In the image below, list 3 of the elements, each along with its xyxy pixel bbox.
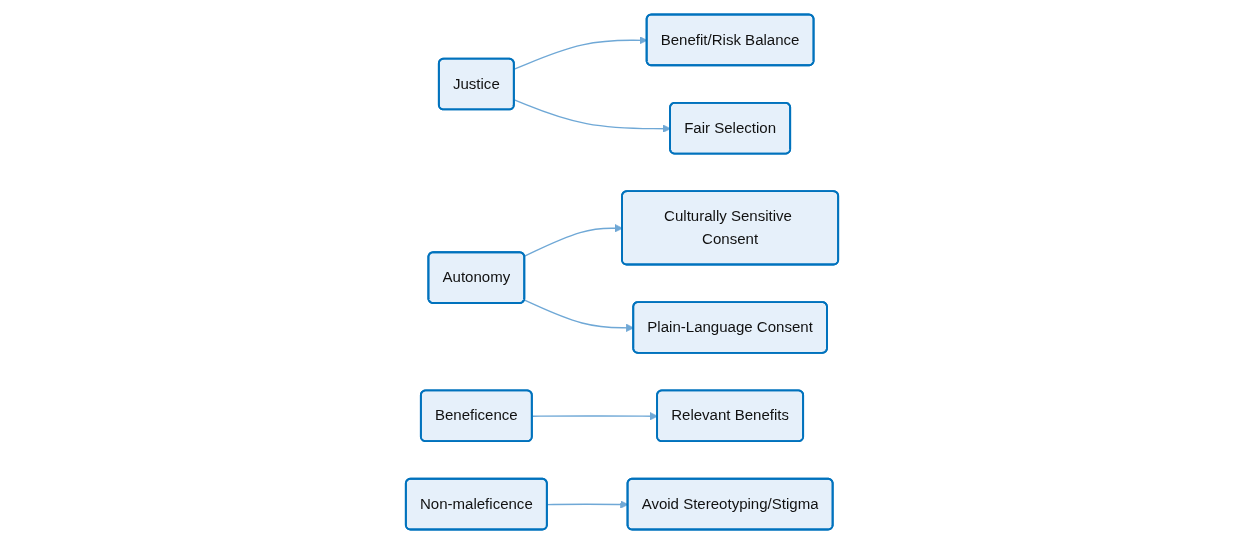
arrow	[523, 224, 623, 257]
arrow	[531, 412, 658, 421]
arrow	[513, 99, 671, 133]
